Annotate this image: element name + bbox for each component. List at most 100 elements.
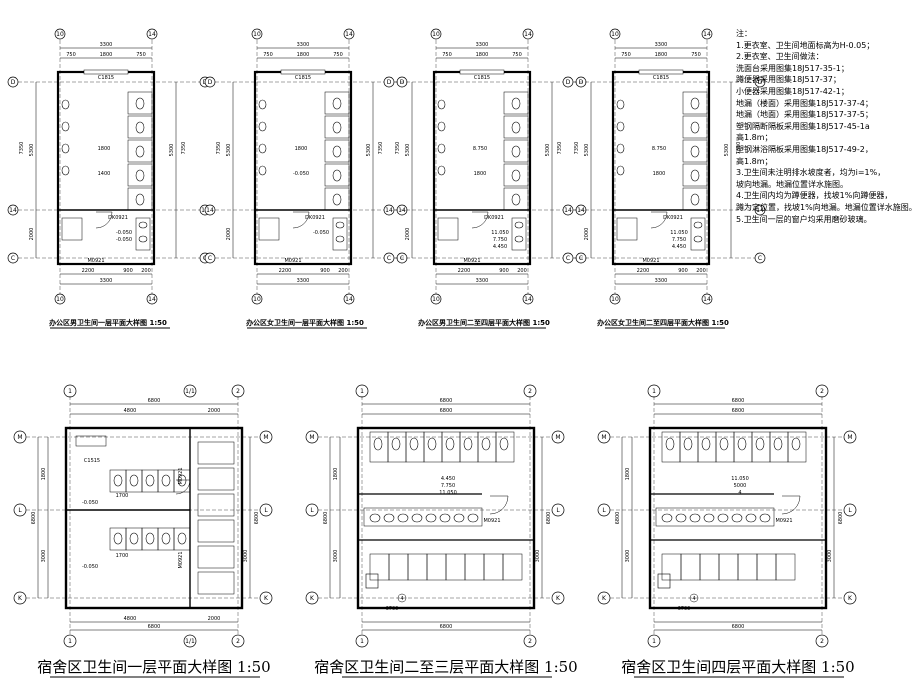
note-line: 小便器采用图集18J517-42-1；	[736, 86, 849, 96]
vanity	[511, 217, 527, 251]
dimension-text: 2000	[208, 616, 221, 622]
dimension-text: 2200	[82, 268, 95, 274]
dimension-text: 2000	[405, 228, 411, 241]
toilet-fixture	[61, 99, 70, 110]
toilet-fixture	[463, 437, 473, 451]
axis-bubble	[647, 634, 661, 648]
door-swing	[95, 211, 113, 229]
window	[638, 69, 684, 75]
dimension-text: 3000	[41, 550, 47, 563]
plan-tag: 1800	[653, 171, 666, 177]
axis-label: 14	[524, 296, 532, 303]
axis-label: 10	[432, 31, 440, 38]
axis-bubble	[251, 28, 263, 40]
toilet-fixture	[129, 474, 139, 487]
toilet-fixture	[791, 437, 801, 451]
toilet-fixture	[616, 165, 625, 176]
toilet-fixture	[731, 513, 743, 523]
shower-stall	[445, 553, 466, 581]
axis-bubble	[843, 503, 857, 517]
stall-partition	[125, 527, 143, 551]
vanity	[690, 217, 706, 251]
stall-partition	[503, 163, 529, 187]
axis-label: M	[601, 434, 606, 441]
axis-label: K	[556, 595, 561, 602]
toilet-fixture	[332, 97, 342, 110]
dimension-text: 3300	[297, 42, 310, 48]
toilet-fixture	[693, 221, 703, 229]
toilet-fixture	[332, 145, 342, 158]
dimension-text: 900	[320, 268, 330, 274]
axis-label: 14	[148, 31, 156, 38]
toilet-fixture	[383, 513, 395, 523]
dimension-text: 6800	[732, 398, 745, 404]
stall-partition	[682, 163, 708, 187]
toilet-fixture	[481, 437, 491, 451]
dimension-text: 7350	[574, 142, 580, 155]
elevation-tag: -0.050	[82, 564, 98, 570]
shower-stall	[197, 467, 235, 491]
axis-label: 10	[253, 31, 261, 38]
dimension-text: 3000	[625, 550, 631, 563]
toilet-fixture	[332, 169, 342, 182]
stall-partition	[503, 91, 529, 115]
dimension-text: 200	[141, 268, 151, 274]
dimension-text: 900	[123, 268, 133, 274]
toilet-fixture	[690, 193, 700, 206]
note-line: 蹲为定位置，找坡1%向地漏。地漏位置详水施图。	[736, 202, 917, 212]
mop-sink	[365, 573, 379, 589]
toilet-fixture	[335, 221, 345, 229]
note-line: 洗面台采用图集18J517-35-1；	[736, 63, 849, 73]
detail-number: 4	[692, 596, 695, 602]
dimension-text: 6800	[838, 512, 844, 525]
shower-stall	[775, 553, 796, 581]
dimension-text: 3300	[100, 278, 113, 284]
axis-label: L	[602, 507, 606, 514]
toilet-fixture	[145, 474, 155, 487]
toilet-fixture	[258, 143, 267, 154]
axis-label: 1	[68, 388, 72, 395]
outer-wall	[56, 70, 156, 266]
dimension-text: 750	[333, 52, 343, 58]
elevation-tag: 11.050	[731, 476, 749, 482]
toilet-fixture	[693, 235, 703, 243]
toilet-fixture	[332, 121, 342, 134]
plan-title: 办公区女卫生间二至四层平面大样图 1:50	[597, 318, 729, 327]
dimension-text: 7350	[216, 142, 222, 155]
stall-partition	[405, 431, 425, 463]
door-tag: DK0921	[663, 215, 683, 221]
dimension-text: 5300	[405, 144, 411, 157]
dimension-text: 3300	[655, 42, 668, 48]
axis-label: K	[264, 595, 269, 602]
axis-label: 2	[236, 388, 240, 395]
toilet-fixture	[616, 143, 625, 154]
axis-label: D	[11, 79, 16, 86]
axis-label: C	[400, 255, 404, 262]
stall-partition	[324, 115, 350, 139]
detail-reference: 6700	[386, 606, 399, 612]
window-tag: C1815	[98, 75, 114, 81]
axis-label: C	[579, 255, 583, 262]
stall-partition	[503, 187, 529, 211]
axis-bubble	[231, 634, 245, 648]
note-line: 塑钢隔断隔板采用图集18J517-45-1a	[736, 121, 870, 131]
door-tag: DK0921	[484, 215, 504, 221]
toilet-fixture	[445, 437, 455, 451]
door-tag: M0921	[483, 518, 500, 524]
note-line: 1.更衣室、卫生间地面标高为H-0.05；	[736, 40, 875, 50]
toilet-fixture	[683, 437, 693, 451]
shower-stall	[680, 553, 701, 581]
stall-partition	[733, 431, 753, 463]
axis-label: 10	[56, 31, 64, 38]
toilet-fixture	[755, 437, 765, 451]
toilet-fixture	[514, 221, 524, 229]
shower-stall	[197, 441, 235, 465]
toilet-fixture	[690, 145, 700, 158]
window	[459, 69, 505, 75]
toilet-fixture	[665, 437, 675, 451]
axis-label: 10	[432, 296, 440, 303]
window-tag: C1815	[295, 75, 311, 81]
dimension-text: 5300	[169, 144, 175, 157]
